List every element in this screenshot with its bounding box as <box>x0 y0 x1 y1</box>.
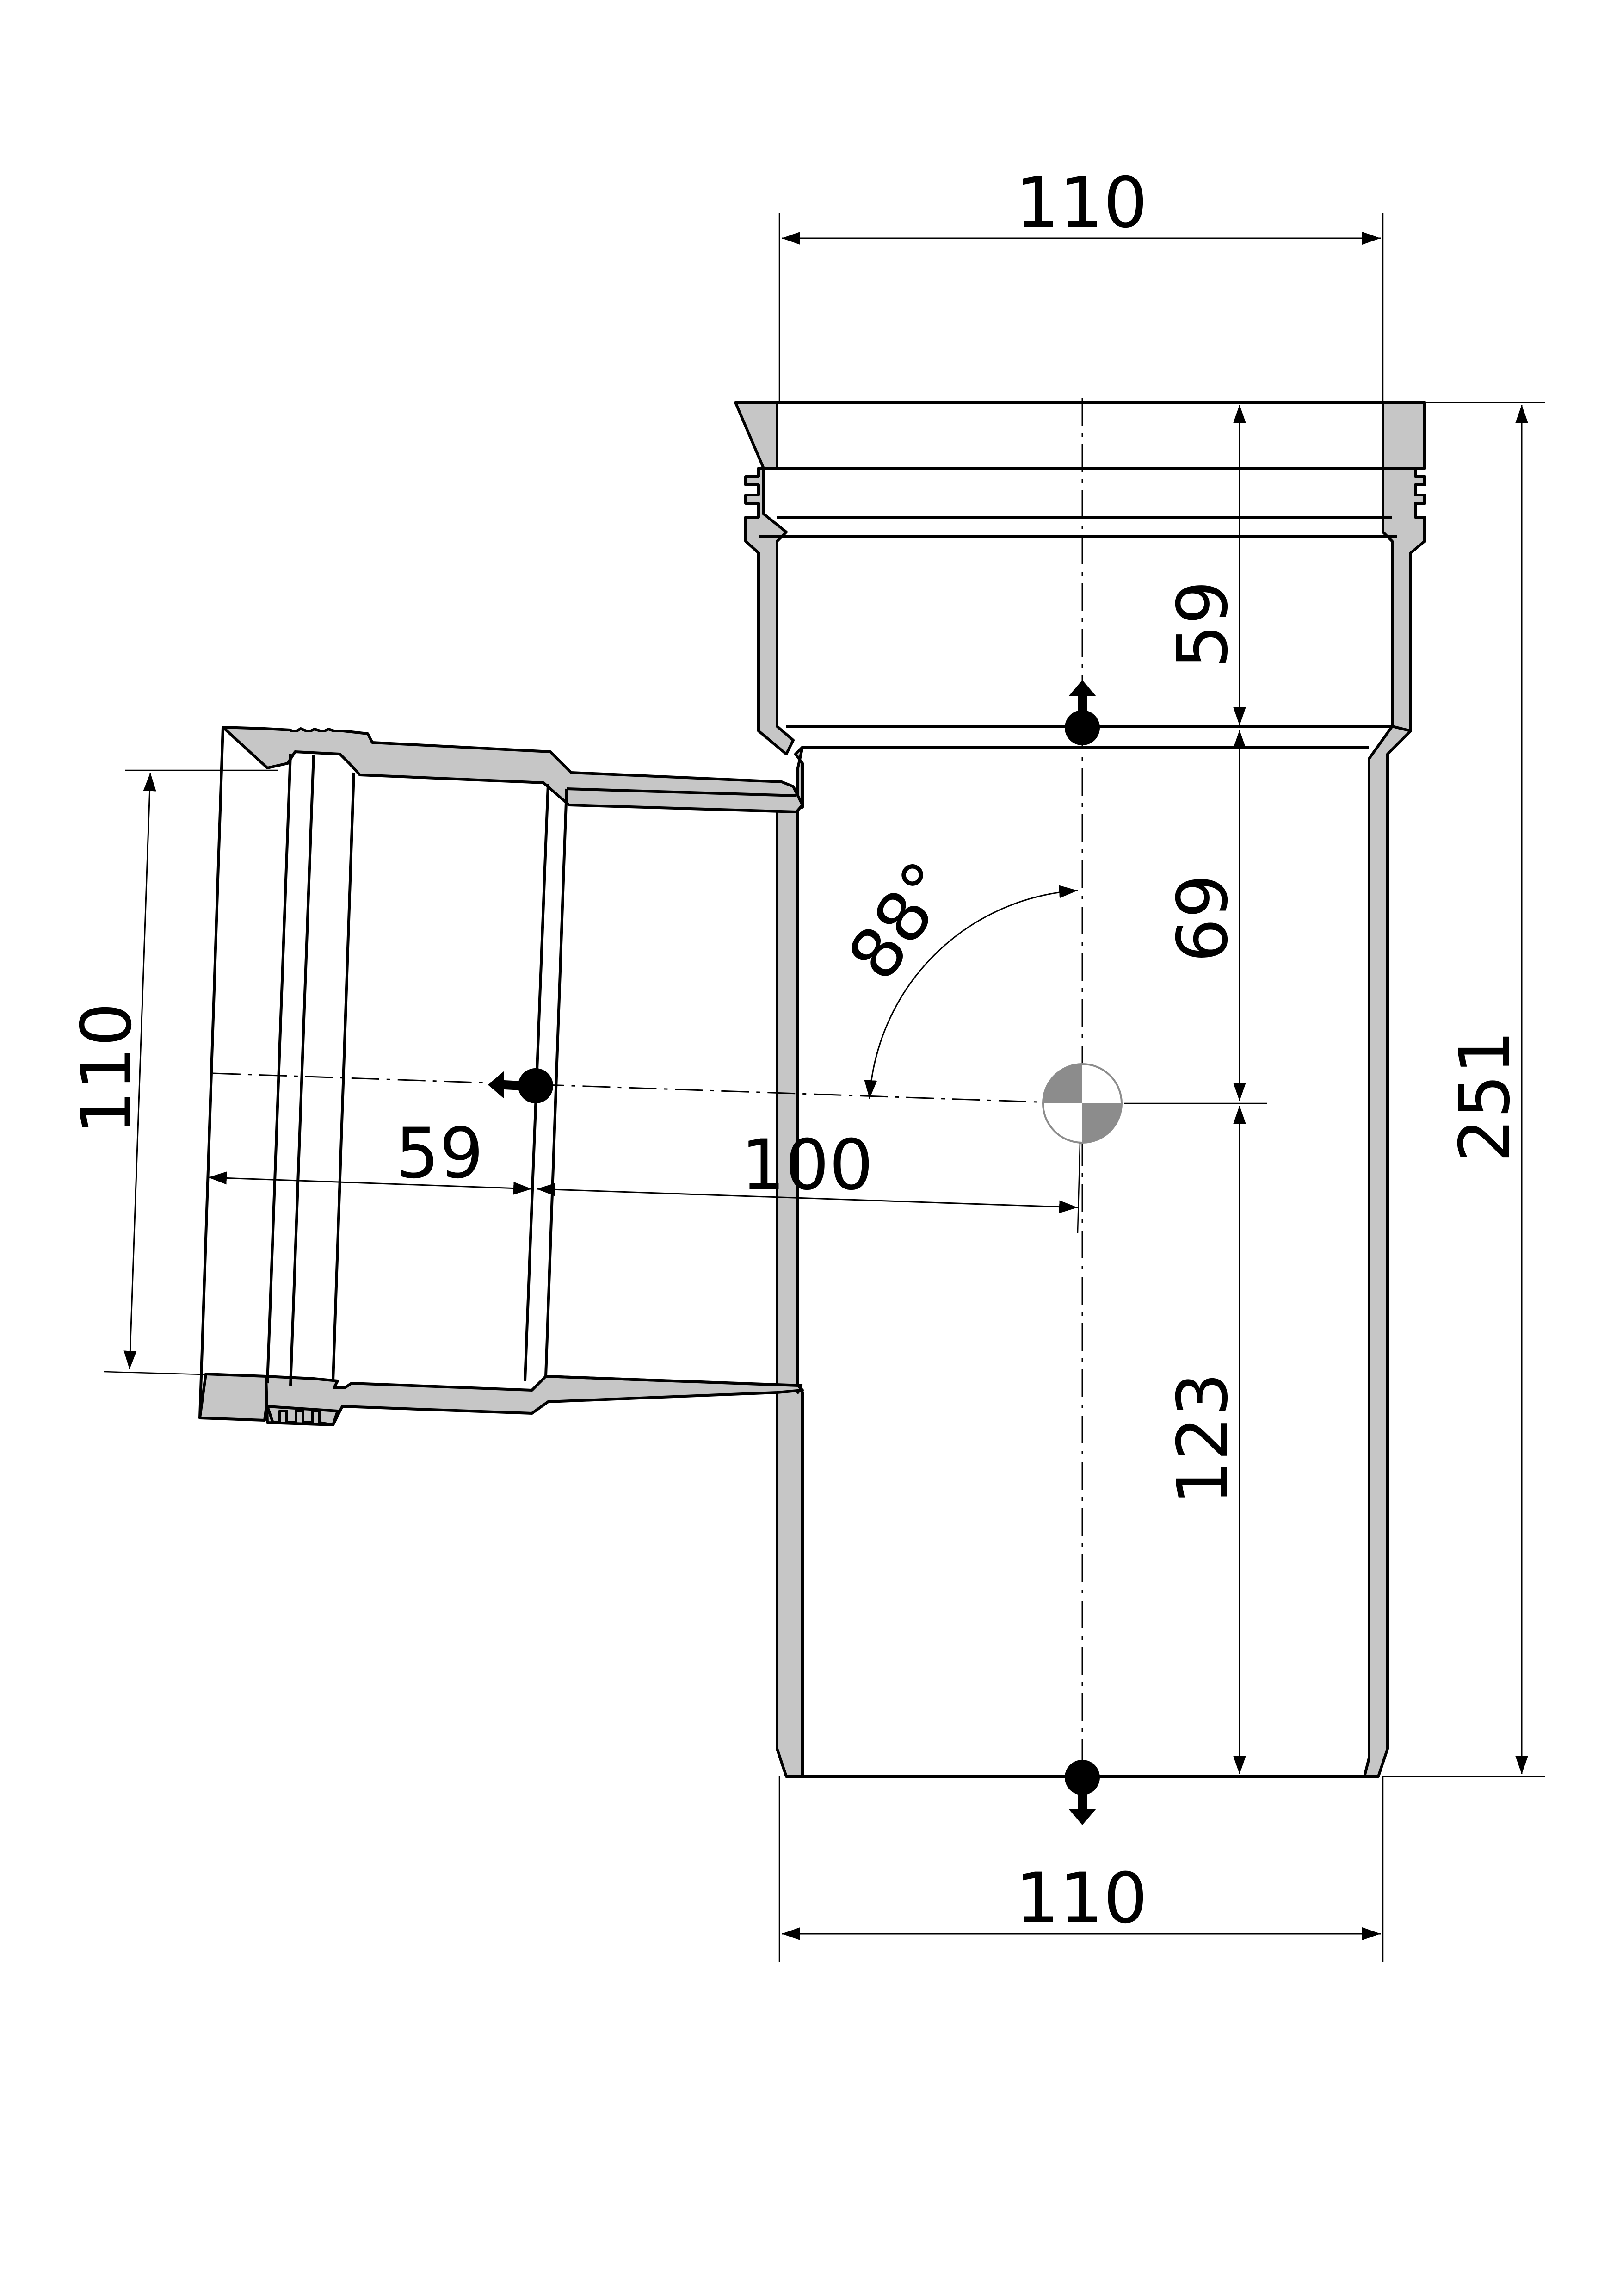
bottom-width-label: 110 <box>1015 1858 1148 1939</box>
top-width-label: 110 <box>1015 163 1148 243</box>
branch-seal-line <box>332 772 355 1381</box>
branch-diameter-label: 110 <box>67 1003 147 1135</box>
center-to-top-socket-label: 69 <box>1163 874 1243 963</box>
branch-seal-outer <box>266 754 292 1384</box>
center-to-bottom-label: 123 <box>1163 1373 1243 1505</box>
insertion-arrow-icon <box>488 1068 553 1103</box>
branch <box>198 726 804 1426</box>
branch-center-offset-label: 100 <box>741 1125 873 1206</box>
branch-end-face <box>198 727 224 1418</box>
top-socket-depth-label: 59 <box>1163 581 1243 669</box>
branch-lower-teeth <box>266 1405 339 1426</box>
branch-upper-wall <box>222 726 804 813</box>
branch-lower-wall <box>198 1373 271 1422</box>
insertion-arrow-icon <box>1065 680 1100 745</box>
branch-seal-inner <box>289 755 315 1386</box>
main-left-wall-lower <box>776 746 804 1778</box>
main-run <box>734 401 1426 1778</box>
main-right-wall-lower <box>1363 725 1412 1778</box>
main-left-wall <box>734 401 795 755</box>
branch-socket-depth-label: 59 <box>395 1114 484 1194</box>
branch-bore-top <box>566 787 797 797</box>
angle-label: 88° <box>833 848 969 995</box>
branch-bore-bottom <box>545 1375 803 1387</box>
overall-height-label: 251 <box>1445 1030 1525 1163</box>
branch-socket-bottom-2 <box>544 788 568 1377</box>
dimension-lines <box>104 213 1545 1962</box>
insertion-arrow-icon <box>1065 1760 1100 1825</box>
main-right-wall <box>1382 401 1426 755</box>
centre-mark-icon <box>1042 1063 1123 1144</box>
